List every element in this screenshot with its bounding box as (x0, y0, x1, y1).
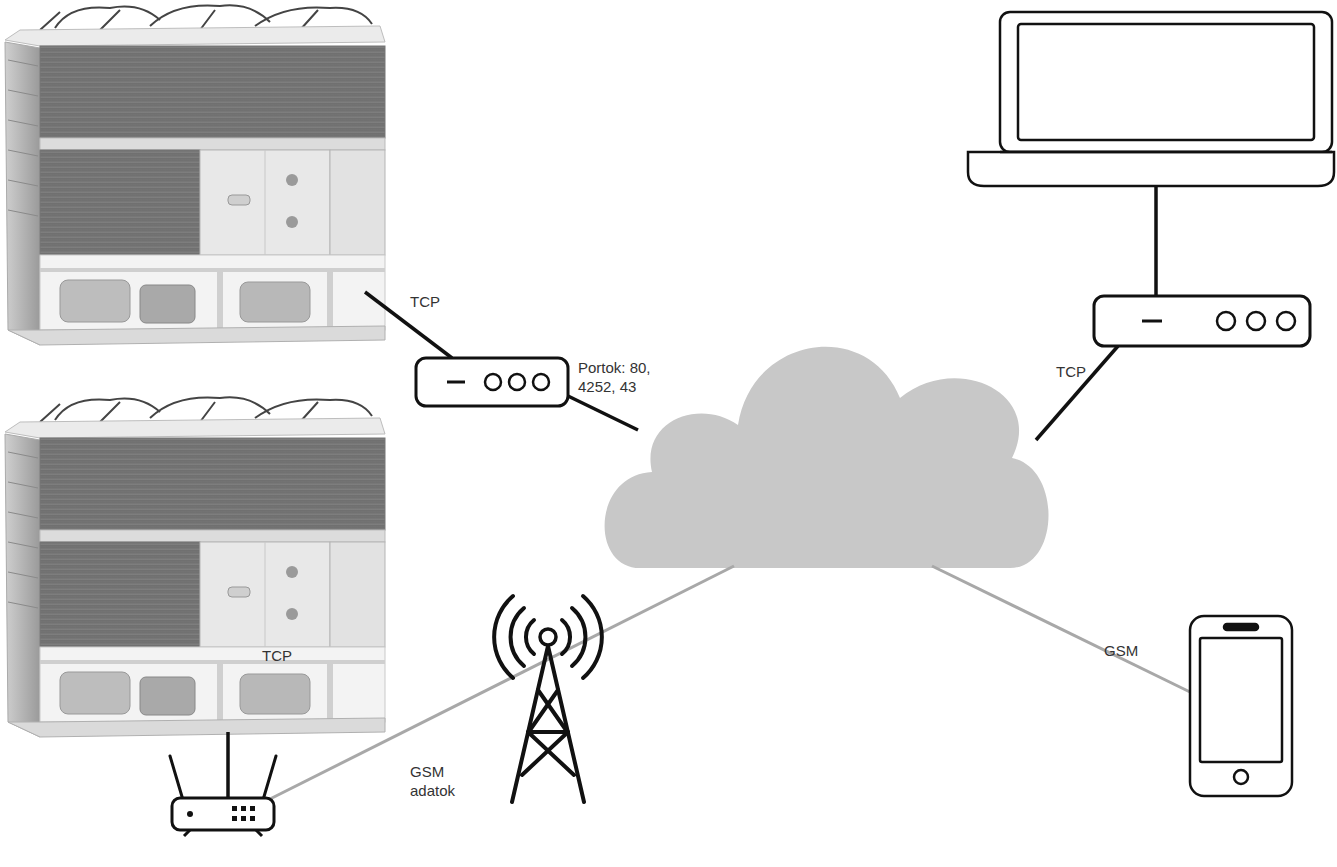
port-list: Portok: 80, 4252, 43 (578, 358, 670, 396)
cloud (605, 347, 1049, 568)
router (416, 358, 568, 406)
cell-tower (494, 596, 602, 802)
wired-link (228, 186, 1156, 800)
chiller-unit (5, 397, 385, 737)
network-label: GSM (1104, 641, 1138, 660)
protocol-label: TCP (1056, 362, 1086, 381)
chiller-unit (5, 5, 385, 345)
network-label: GSM adatok (410, 762, 470, 800)
protocol-label: TCP (410, 292, 440, 311)
gsm-link (268, 566, 1190, 800)
tablet (1190, 616, 1292, 796)
router (1094, 296, 1310, 346)
laptop (968, 12, 1334, 186)
wifi-router (170, 756, 276, 836)
protocol-label: TCP (262, 646, 292, 665)
